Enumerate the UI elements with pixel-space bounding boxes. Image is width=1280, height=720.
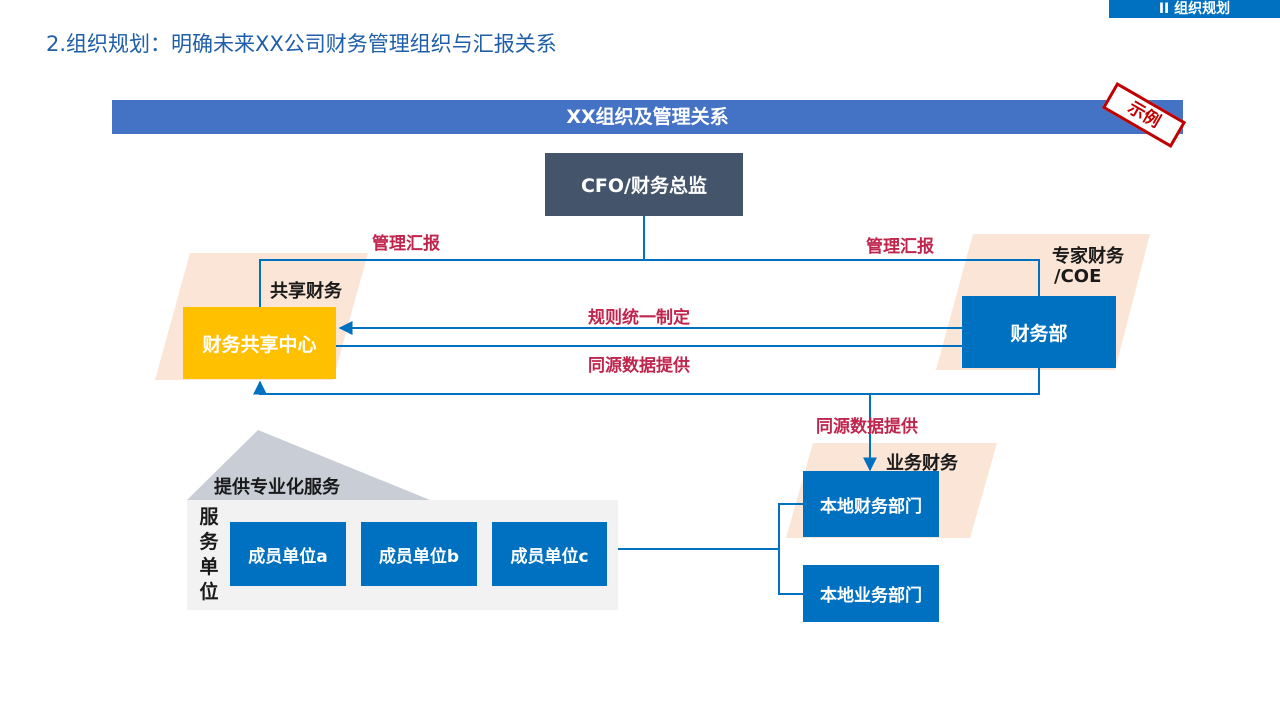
expert-finance-label-line1: 专家财务	[1052, 246, 1124, 267]
member-unit-a: 成员单位a	[230, 522, 346, 586]
dept-bracket	[778, 503, 803, 595]
member-unit-b: 成员单位b	[361, 522, 477, 586]
report-left-label: 管理汇报	[372, 234, 440, 254]
cfo-box: CFO/财务总监	[545, 153, 743, 216]
expert-finance-label-line2: /COE	[1054, 266, 1102, 287]
professional-service-label: 提供专业化服务	[214, 477, 340, 498]
member-unit-c: 成员单位c	[492, 522, 607, 586]
data-arrow-loop	[253, 368, 1040, 395]
section-tag: II 组织规划	[1109, 0, 1280, 18]
local-business-dept-box: 本地业务部门	[803, 565, 939, 622]
finance-dept-box: 财务部	[962, 296, 1116, 368]
data-label-mid: 同源数据提供	[588, 356, 690, 376]
rules-label: 规则统一制定	[588, 308, 690, 328]
report-right-label: 管理汇报	[866, 237, 934, 257]
shared-service-center-box: 财务共享中心	[183, 307, 336, 379]
data-label-down: 同源数据提供	[816, 417, 918, 437]
shared-finance-label: 共享财务	[270, 281, 342, 302]
local-finance-dept-box: 本地财务部门	[803, 471, 939, 537]
report-line	[259, 216, 645, 307]
business-finance-label: 业务财务	[886, 453, 958, 474]
page-title: 2.组织规划：明确未来XX公司财务管理组织与汇报关系	[46, 32, 557, 56]
report-line-right	[644, 259, 1040, 296]
diagram-banner: XX组织及管理关系	[112, 100, 1183, 134]
service-unit-label: 服务单位	[199, 506, 219, 603]
service-triangle	[187, 430, 430, 500]
